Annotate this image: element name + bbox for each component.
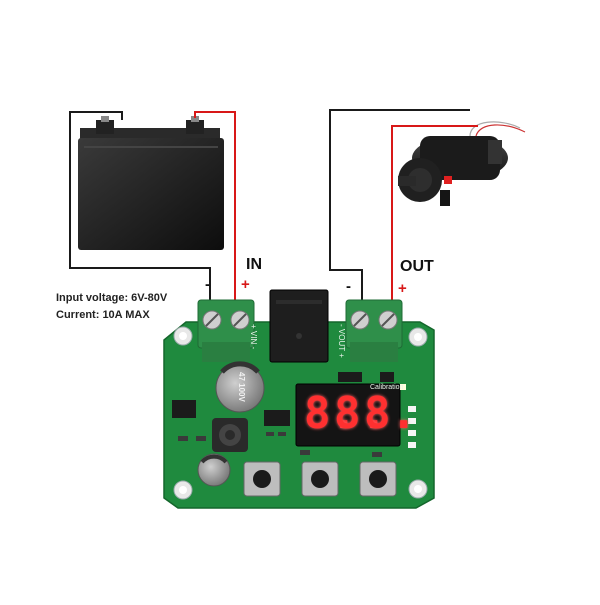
capacitor-large (215, 361, 265, 413)
in-minus-sign: - (205, 276, 210, 293)
in-plus-sign: + (241, 276, 250, 293)
led-display (295, 383, 401, 447)
out-minus-sign: - (346, 278, 351, 295)
current-text: Current: 10A MAX (56, 309, 150, 321)
display-digit: 8. (334, 388, 387, 439)
pcb-board (163, 289, 435, 509)
out-plus-sign: + (398, 280, 407, 297)
battery (78, 116, 224, 250)
input-terminal (197, 299, 255, 362)
inductor (212, 418, 248, 452)
relay (269, 289, 329, 363)
indicator-leds (408, 406, 416, 448)
push-buttons (243, 461, 397, 497)
output-wires (329, 109, 478, 300)
display-digit: 8. (304, 388, 357, 439)
input-voltage-text: Input voltage: 6V-80V (56, 292, 168, 304)
out-label: OUT (400, 258, 434, 275)
pump (398, 121, 526, 206)
display-digit: 8. (364, 388, 417, 439)
output-terminal (345, 299, 403, 362)
vin-silkscreen: + VIN - (249, 324, 258, 350)
ic-chip (338, 372, 362, 382)
capacitor-small (197, 453, 231, 487)
vout-silkscreen: - VOUT + (337, 324, 346, 358)
input-wires (69, 111, 236, 300)
ic-chip (172, 400, 196, 418)
ic-chip (264, 410, 290, 426)
ic-chip (380, 372, 394, 382)
calibration-silkscreen: Calibration (370, 384, 404, 391)
in-label: IN (246, 256, 262, 273)
capacitor-marking: 47 100V (237, 372, 246, 402)
